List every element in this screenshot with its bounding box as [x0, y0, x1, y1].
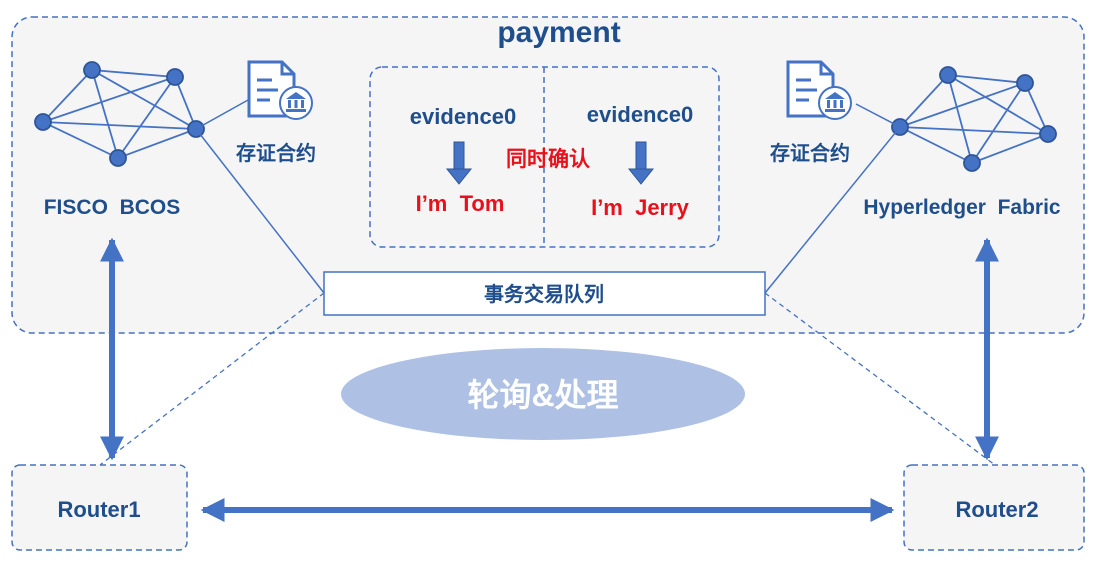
left-node-queue-link: [195, 128, 325, 294]
queue-router2-dashed-link: [764, 292, 996, 466]
right-evidence-value: I’m Jerry: [591, 195, 690, 220]
router2-label: Router2: [955, 497, 1038, 522]
left-evidence-value: I’m Tom: [416, 191, 505, 216]
polling-label: 轮询&处理: [467, 377, 618, 413]
left-contract-document-icon: [247, 60, 313, 120]
polling-ellipse: [341, 348, 745, 440]
router1-label: Router1: [57, 497, 140, 522]
right-contract-document-icon: [786, 60, 852, 120]
left-node-contract-link: [195, 99, 249, 130]
left-contract-label: 存证合约: [236, 141, 316, 165]
right-contract-node-link: [855, 103, 901, 128]
queue-router1-dashed-link: [99, 292, 325, 466]
right-node-queue-link: [764, 126, 901, 294]
left-evidence-key: evidence0: [410, 104, 516, 129]
confirm-label: 同时确认: [506, 147, 590, 171]
right-evidence-down-arrow: [627, 141, 655, 185]
router2-box: [903, 464, 1085, 551]
left-chain-name: FISCO BCOS: [44, 196, 181, 219]
transaction-queue-label: 事务交易队列: [484, 282, 604, 306]
right-chain-name: Hyperledger Fabric: [863, 196, 1061, 219]
transaction-queue-box: [323, 271, 766, 316]
router1-box: [11, 464, 188, 551]
left-evidence-down-arrow: [445, 141, 473, 185]
payment-title: payment: [497, 16, 620, 49]
right-evidence-key: evidence0: [587, 102, 693, 127]
right-contract-label: 存证合约: [770, 141, 850, 165]
